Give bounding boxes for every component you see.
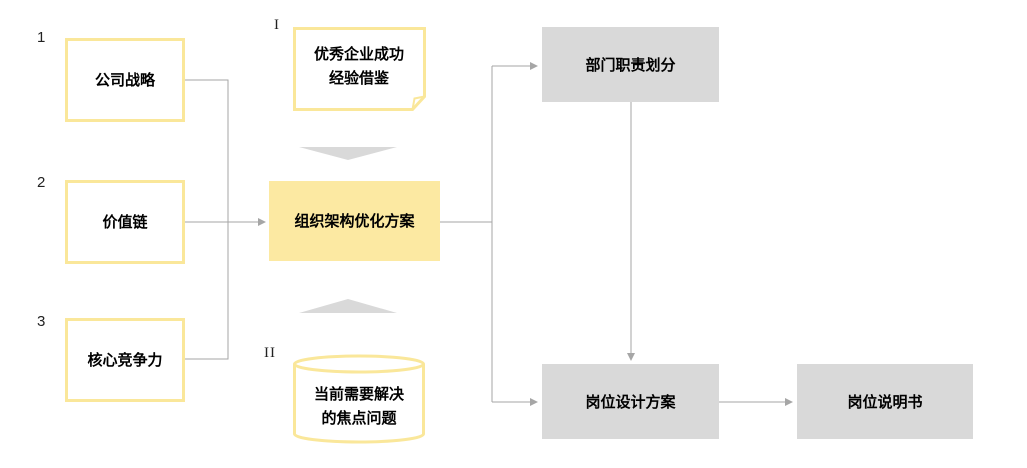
document-fold xyxy=(411,95,425,110)
reference-text-top: 优秀企业成功 经验借鉴 xyxy=(296,38,422,94)
reference-top-line2: 经验借鉴 xyxy=(328,69,389,87)
document-shape xyxy=(293,27,426,111)
input-label-value-chain: 价值链 xyxy=(102,213,148,231)
connector-strategy xyxy=(185,79,229,222)
center-label: 组织架构优化方案 xyxy=(294,212,415,230)
input-box-core-competence: 核心竞争力 xyxy=(65,318,185,402)
input-box-strategy: 公司战略 xyxy=(65,38,185,122)
position-design-label: 岗位设计方案 xyxy=(585,392,676,411)
cylinder-top xyxy=(293,354,425,374)
input-number-1: 1 xyxy=(37,29,46,46)
reference-numeral-bottom: II xyxy=(264,345,276,361)
department-box: 部门职责划分 xyxy=(542,27,719,102)
reference-text-bottom: 当前需要解决 的焦点问题 xyxy=(296,378,422,434)
input-label-core-competence: 核心竞争力 xyxy=(87,351,163,369)
cylinder-shape xyxy=(293,364,425,444)
input-number-2: 2 xyxy=(37,174,46,191)
reference-arrow-up xyxy=(299,299,397,313)
center-box: 组织架构优化方案 xyxy=(269,181,440,261)
input-label-strategy: 公司战略 xyxy=(94,71,155,89)
job-description-label: 岗位说明书 xyxy=(847,392,923,411)
department-label: 部门职责划分 xyxy=(585,55,676,74)
connector-competence xyxy=(185,222,229,360)
position-design-box: 岗位设计方案 xyxy=(542,364,719,439)
job-description-box: 岗位说明书 xyxy=(797,364,973,439)
reference-numeral-top: I xyxy=(274,17,280,33)
input-number-3: 3 xyxy=(37,313,46,330)
reference-bottom-line1: 当前需要解决 xyxy=(313,385,404,403)
input-box-value-chain: 价值链 xyxy=(65,180,185,264)
reference-arrow-down xyxy=(299,147,397,160)
reference-bottom-line2: 的焦点问题 xyxy=(321,409,397,427)
reference-top-line1: 优秀企业成功 xyxy=(313,45,404,63)
